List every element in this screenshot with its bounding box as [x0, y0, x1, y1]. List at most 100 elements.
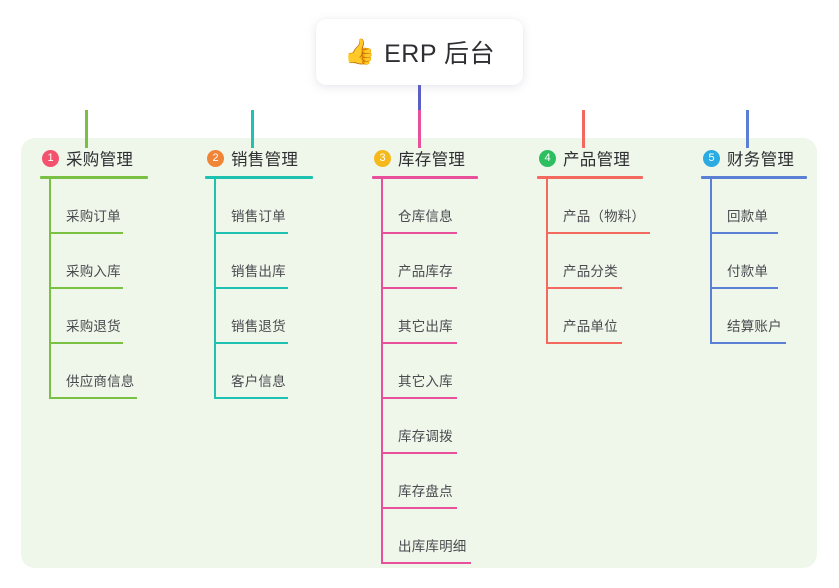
- list-item-rule: [49, 397, 137, 399]
- list-item-label: 产品分类: [563, 264, 618, 279]
- column-badge-4: 4: [539, 149, 556, 167]
- list-item-rule: [214, 232, 288, 234]
- page-title: ERP 后台: [384, 40, 496, 68]
- column-header-finance[interactable]: 5 财务管理: [701, 146, 807, 170]
- list-item-rule: [381, 562, 471, 564]
- column-title-sales: 销售管理: [231, 151, 299, 169]
- list-item[interactable]: 销售出库: [205, 234, 313, 289]
- list-item-rule: [546, 342, 622, 344]
- column-rule-purchasing: [40, 176, 148, 179]
- column-title-inventory: 库存管理: [398, 151, 466, 169]
- column-title-product: 产品管理: [563, 151, 631, 169]
- list-item-rule: [710, 232, 778, 234]
- column-inventory: 3 库存管理 仓库信息 产品库存 其它出库 其它入库 库存调拨: [372, 146, 478, 564]
- list-item-rule: [381, 397, 457, 399]
- column-header-product[interactable]: 4 产品管理: [537, 146, 643, 170]
- list-item-rule: [381, 507, 457, 509]
- list-item-label: 产品库存: [398, 264, 453, 279]
- thumbs-up-icon: 👍: [343, 37, 376, 66]
- list-item-label: 客户信息: [231, 374, 286, 389]
- column-spine-sales: [214, 179, 216, 399]
- list-item-label: 销售退货: [231, 319, 286, 334]
- list-item[interactable]: 产品单位: [537, 289, 643, 344]
- list-item-rule: [381, 452, 457, 454]
- list-item[interactable]: 回款单: [701, 179, 807, 234]
- modules-panel: [21, 138, 817, 568]
- list-item-label: 产品单位: [563, 319, 618, 334]
- column-items-finance: 回款单 付款单 结算账户: [701, 179, 807, 344]
- column-purchasing: 1 采购管理 采购订单 采购入库 采购退货 供应商信息: [40, 146, 148, 399]
- column-rule-finance: [701, 176, 807, 179]
- list-item[interactable]: 采购入库: [40, 234, 148, 289]
- list-item-rule: [49, 342, 123, 344]
- column-rule-product: [537, 176, 643, 179]
- column-items-sales: 销售订单 销售出库 销售退货 客户信息: [205, 179, 313, 399]
- list-item[interactable]: 库存调拨: [372, 399, 478, 454]
- column-items-product: 产品（物料） 产品分类 产品单位: [537, 179, 650, 344]
- list-item[interactable]: 采购退货: [40, 289, 148, 344]
- column-items-inventory: 仓库信息 产品库存 其它出库 其它入库 库存调拨 库存盘点: [372, 179, 478, 564]
- list-item[interactable]: 客户信息: [205, 344, 313, 399]
- list-item-label: 出库库明细: [398, 539, 467, 554]
- list-item[interactable]: 产品（物料）: [537, 179, 650, 234]
- list-item[interactable]: 仓库信息: [372, 179, 478, 234]
- list-item-label: 其它入库: [398, 374, 453, 389]
- list-item-rule: [381, 342, 457, 344]
- list-item-label: 采购退货: [66, 319, 121, 334]
- list-item-rule: [546, 287, 622, 289]
- column-spine-finance: [710, 179, 712, 344]
- column-title-finance: 财务管理: [727, 151, 795, 169]
- column-header-inventory[interactable]: 3 库存管理: [372, 146, 478, 170]
- list-item-label: 供应商信息: [66, 374, 135, 389]
- list-item-label: 仓库信息: [398, 209, 453, 224]
- list-item-label: 采购入库: [66, 264, 121, 279]
- list-item-label: 销售订单: [231, 209, 286, 224]
- column-finance: 5 财务管理 回款单 付款单 结算账户: [701, 146, 807, 344]
- column-rule-inventory: [372, 176, 478, 179]
- list-item-rule: [49, 287, 123, 289]
- list-item[interactable]: 产品库存: [372, 234, 478, 289]
- column-spine-inventory: [381, 179, 383, 564]
- column-badge-3: 3: [374, 149, 391, 167]
- list-item[interactable]: 出库库明细: [372, 509, 478, 564]
- list-item-label: 产品（物料）: [563, 209, 646, 224]
- column-badge-1: 1: [42, 149, 59, 167]
- list-item-rule: [214, 397, 288, 399]
- list-item-label: 结算账户: [727, 319, 782, 334]
- column-title-purchasing: 采购管理: [66, 151, 134, 169]
- list-item-label: 库存调拨: [398, 429, 453, 444]
- list-item[interactable]: 供应商信息: [40, 344, 148, 399]
- list-item-label: 付款单: [727, 264, 769, 279]
- list-item-rule: [546, 232, 650, 234]
- list-item-rule: [49, 232, 123, 234]
- list-item[interactable]: 采购订单: [40, 179, 148, 234]
- list-item-rule: [710, 287, 778, 289]
- list-item[interactable]: 其它入库: [372, 344, 478, 399]
- list-item[interactable]: 结算账户: [701, 289, 807, 344]
- list-item-label: 其它出库: [398, 319, 453, 334]
- list-item-rule: [710, 342, 786, 344]
- list-item-label: 采购订单: [66, 209, 121, 224]
- column-badge-2: 2: [207, 149, 224, 167]
- column-header-purchasing[interactable]: 1 采购管理: [40, 146, 148, 170]
- list-item[interactable]: 其它出库: [372, 289, 478, 344]
- list-item-rule: [381, 232, 457, 234]
- list-item[interactable]: 产品分类: [537, 234, 643, 289]
- list-item[interactable]: 销售订单: [205, 179, 313, 234]
- column-badge-5: 5: [703, 149, 720, 167]
- column-items-purchasing: 采购订单 采购入库 采购退货 供应商信息: [40, 179, 148, 399]
- list-item[interactable]: 库存盘点: [372, 454, 478, 509]
- list-item[interactable]: 付款单: [701, 234, 807, 289]
- column-product: 4 产品管理 产品（物料） 产品分类 产品单位: [537, 146, 650, 344]
- list-item-rule: [214, 342, 288, 344]
- list-item-rule: [214, 287, 288, 289]
- list-item[interactable]: 销售退货: [205, 289, 313, 344]
- column-spine-purchasing: [49, 179, 51, 399]
- column-header-sales[interactable]: 2 销售管理: [205, 146, 313, 170]
- column-spine-product: [546, 179, 548, 344]
- root-node[interactable]: 👍 ERP 后台: [316, 19, 523, 85]
- list-item-label: 回款单: [727, 209, 769, 224]
- list-item-label: 销售出库: [231, 264, 286, 279]
- column-rule-sales: [205, 176, 313, 179]
